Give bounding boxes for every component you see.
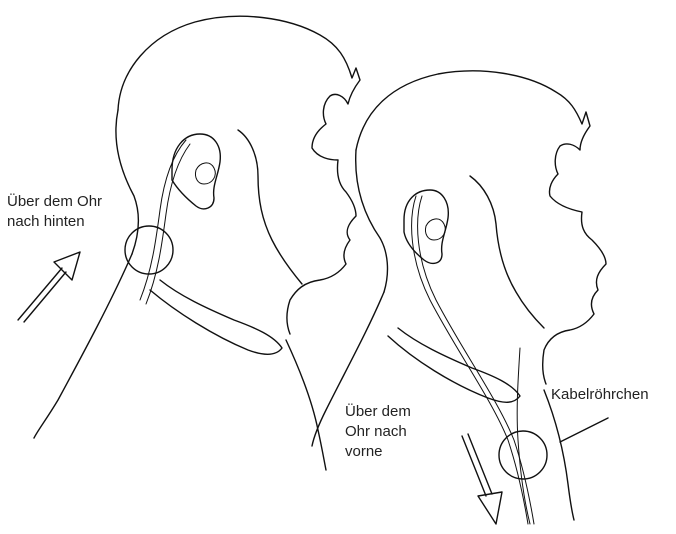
arrow-up-right (18, 252, 80, 322)
left-cable-2 (146, 144, 190, 304)
right-jaw-line (470, 176, 544, 328)
arrow-down-shaft (462, 434, 492, 496)
arrow-up-right-head (54, 252, 80, 280)
label-over-ear-forward-line-2: Ohr nach (345, 422, 411, 442)
label-over-ear-forward: Über dem Ohr nach vorne (345, 402, 411, 462)
label-cable-tube-text: Kabelröhrchen (551, 385, 649, 405)
label-over-ear-forward-line-3: vorne (345, 442, 411, 462)
label-over-ear-backward-line-1: Über dem Ohr (7, 192, 102, 212)
right-earpiece (425, 219, 445, 240)
left-jaw-line (238, 130, 302, 284)
arrow-up-right-shaft (18, 268, 66, 322)
left-head-outline (118, 16, 360, 334)
left-head-figure (34, 16, 360, 470)
left-earpiece (195, 163, 215, 184)
right-cable-2 (418, 196, 534, 524)
cable-tube-pointer-line (560, 418, 608, 442)
right-collar (388, 328, 520, 402)
left-body-front (286, 340, 326, 470)
right-back-head (356, 150, 388, 292)
left-collar (150, 280, 282, 354)
label-cable-tube: Kabelröhrchen (551, 385, 649, 405)
label-over-ear-backward: Über dem Ohr nach hinten (7, 192, 102, 232)
right-body-front (544, 390, 574, 520)
label-over-ear-forward-line-1: Über dem (345, 402, 411, 422)
right-head-outline (356, 71, 606, 384)
left-body-back (34, 254, 132, 438)
left-back-head (116, 110, 138, 254)
label-over-ear-backward-line-2: nach hinten (7, 212, 102, 232)
left-cable-tube-circle (125, 226, 173, 274)
arrow-down-head (478, 492, 502, 524)
arrow-down (462, 434, 502, 524)
